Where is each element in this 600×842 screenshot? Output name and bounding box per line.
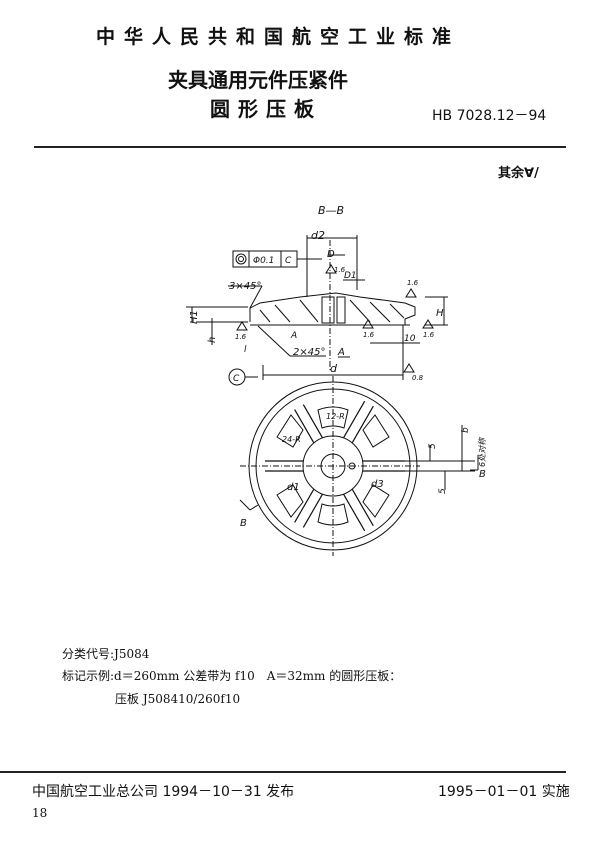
- label-r08: 0.8: [412, 374, 424, 382]
- label-b-note: 6处对称: [478, 436, 487, 467]
- label-H: H: [436, 308, 444, 319]
- plan-view: [239, 376, 479, 556]
- label-D1: D1: [344, 271, 357, 281]
- roughness-symbols: [236, 264, 434, 373]
- roughness-note-text: 其余: [498, 166, 525, 181]
- label-d2: d2: [311, 229, 325, 242]
- label-r16-d: 1.6: [407, 279, 419, 287]
- label-A-depth: A: [290, 331, 297, 341]
- effective-date: 1995－01－01 实施: [438, 784, 570, 800]
- label-24-R: 24-R: [282, 435, 301, 444]
- label-12-R: 12-R: [326, 412, 345, 421]
- label-five-b: 5: [438, 488, 448, 494]
- label-B-left: B: [240, 518, 247, 529]
- label-D: D: [327, 249, 335, 260]
- header-divider: [34, 146, 566, 148]
- title-line1: 夹具通用元件压紧件: [168, 68, 348, 92]
- section-view: [186, 235, 448, 380]
- marking-example: 标记示例:d＝260mm 公差带为 f10 A＝32mm 的圆形压板：: [62, 669, 402, 683]
- tolerance-datum: C: [285, 256, 292, 266]
- standard-name: 中华人民共和国航空工业标准: [96, 26, 461, 48]
- section-label: B—B: [318, 204, 344, 217]
- label-r16-b: 1.6: [363, 331, 375, 339]
- marking-example-code: 压板 J508410/260f10: [115, 692, 241, 706]
- title-line2: 圆形压板: [210, 97, 322, 121]
- label-H1: H1: [189, 310, 200, 324]
- label-d3: d3: [371, 479, 384, 490]
- roughness-icon: ∀/: [524, 166, 539, 181]
- label-r16-e: 1.6: [334, 266, 346, 274]
- page-number: 18: [32, 806, 48, 820]
- issuer: 中国航空工业总公司 1994－10－31 发布: [32, 784, 295, 800]
- label-datum-c: C: [233, 374, 240, 384]
- tolerance-value: Φ0.1: [253, 256, 274, 266]
- footer-divider: [0, 771, 566, 773]
- label-five-a: 5: [428, 443, 438, 449]
- label-A-width: A: [337, 347, 345, 358]
- label-d1: d1: [287, 482, 300, 493]
- label-B-right: B: [479, 469, 486, 480]
- label-chamfer-top: 3×45°: [229, 281, 261, 292]
- label-10: 10: [404, 334, 416, 344]
- tolerance-frame: Φ0.1 C: [232, 250, 322, 268]
- label-b: b: [461, 427, 471, 433]
- label-r16-c: 1.6: [423, 331, 435, 339]
- label-h: h: [207, 337, 218, 343]
- classification-code: 分类代号:J5084: [62, 647, 150, 661]
- roughness-note: 其余∀/: [498, 162, 539, 181]
- label-r16-a: 1.6: [235, 333, 247, 341]
- label-chamfer-bottom: 2×45°: [293, 347, 325, 358]
- label-l: l: [244, 345, 247, 355]
- standard-code: HB 7028.12－94: [432, 108, 547, 124]
- label-d: d: [330, 362, 338, 375]
